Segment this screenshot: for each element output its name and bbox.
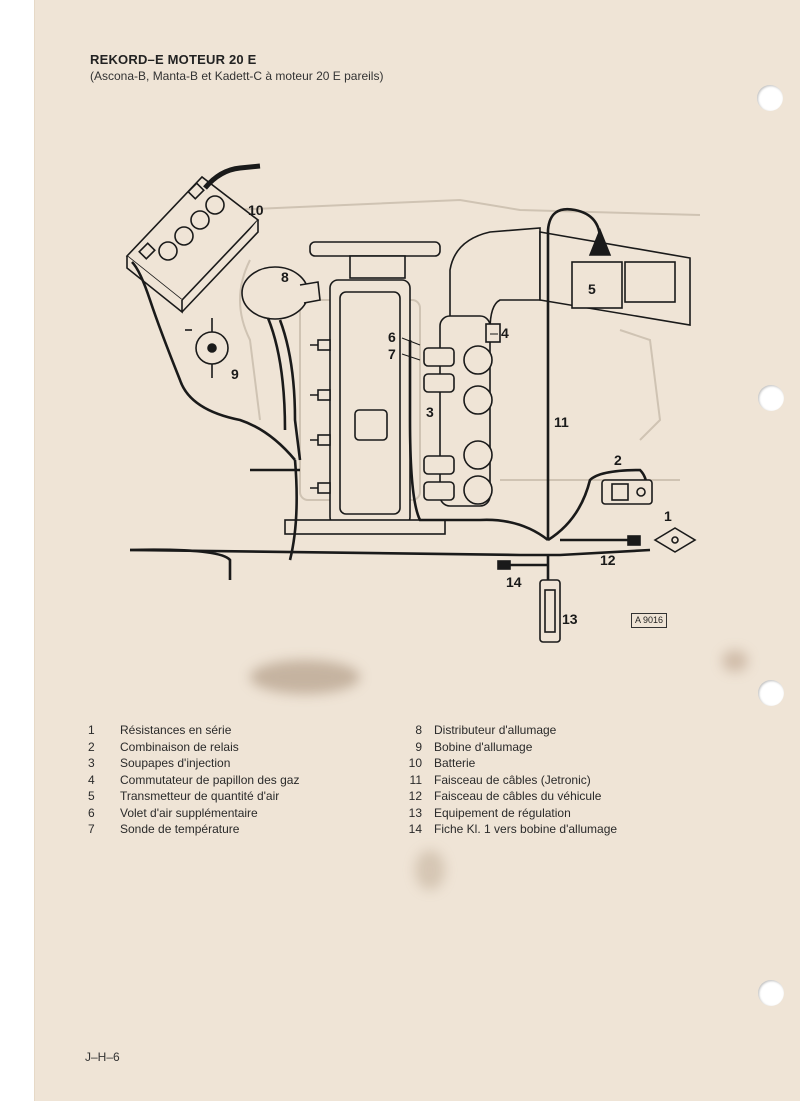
legend-item: 12 Faisceau de câbles du véhicule — [400, 788, 660, 805]
control-unit — [539, 579, 561, 643]
legend-text: Combinaison de relais — [120, 739, 239, 754]
battery — [125, 175, 260, 314]
legend-item: 8 Distributeur d'allumage — [400, 722, 660, 739]
ignition-coil — [185, 318, 229, 378]
legend-number: 7 — [88, 822, 95, 836]
battery-cable — [203, 163, 261, 190]
series-resistor — [627, 527, 697, 553]
legend-item: 14 Fiche Kl. 1 vers bobine d'allumage — [400, 821, 660, 838]
legend-item: 4 Commutateur de papillon des gaz — [88, 772, 388, 789]
legend-right: 8 Distributeur d'allumage 9 Bobine d'allum… — [400, 722, 660, 838]
callout-10: 10 — [248, 202, 264, 218]
legend-number: 3 — [88, 756, 95, 770]
callout-13: 13 — [562, 611, 578, 627]
legend-number: 5 — [88, 789, 95, 803]
callout-7: 7 — [388, 346, 396, 362]
legend-item: 13 Equipement de régulation — [400, 805, 660, 822]
wiring-harness — [129, 207, 651, 580]
legend-item: 10 Batterie — [400, 755, 660, 772]
legend-text: Résistances en série — [120, 723, 232, 737]
legend-text: Faisceau de câbles (Jetronic) — [434, 772, 591, 787]
legend-text: Bobine d'allumage — [434, 739, 533, 754]
punch-hole — [757, 85, 783, 111]
plug-terminal — [497, 560, 511, 570]
callout-1: 1 — [664, 508, 672, 524]
distributor — [241, 266, 321, 320]
callout-6: 6 — [388, 329, 396, 345]
legend-item: 3 Soupapes d'injection — [88, 755, 388, 772]
legend-item: 7 Sonde de température — [88, 821, 388, 838]
legend-text: Equipement de régulation — [434, 805, 571, 820]
page-title: REKORD–E MOTEUR 20 E — [90, 52, 257, 67]
callout-4: 4 — [501, 325, 509, 341]
relay-combination — [601, 479, 653, 505]
legend-item: 1 Résistances en série — [88, 722, 388, 739]
stain — [722, 650, 748, 672]
punch-hole — [758, 980, 784, 1006]
legend-number: 4 — [88, 772, 95, 787]
throttle-switch — [485, 323, 501, 343]
callout-5: 5 — [588, 281, 596, 297]
legend-number: 14 — [408, 822, 422, 836]
page-subtitle: (Ascona-B, Manta-B et Kadett-C à moteur … — [90, 69, 384, 83]
callout-8: 8 — [281, 269, 289, 285]
legend-item: 11 Faisceau de câbles (Jetronic) — [400, 772, 660, 789]
legend-number: 9 — [415, 739, 422, 754]
wiring-diagram — [125, 163, 701, 643]
legend-item: 5 Transmetteur de quantité d'air — [88, 788, 388, 805]
callout-3: 3 — [426, 404, 434, 420]
air-flow-meter — [539, 227, 691, 326]
stain — [415, 850, 445, 890]
legend-number: 2 — [88, 739, 95, 754]
legend-item: 2 Combinaison de relais — [88, 739, 388, 756]
legend-item: 6 Volet d'air supplémentaire — [88, 805, 388, 822]
figure-reference: A 9016 — [631, 613, 668, 628]
punch-hole — [758, 680, 784, 706]
callout-12: 12 — [600, 552, 616, 568]
legend-text: Commutateur de papillon des gaz — [120, 772, 300, 787]
legend-number: 1 — [88, 723, 95, 737]
legend-number: 12 — [408, 789, 422, 803]
fuel-injectors — [423, 347, 455, 501]
legend-left: 1 Résistances en série 2 Combinaison de re… — [88, 722, 388, 838]
engine-block — [284, 241, 446, 535]
legend-text: Fiche Kl. 1 vers bobine d'allumage — [434, 822, 618, 836]
callout-2: 2 — [614, 452, 622, 468]
callout-14: 14 — [506, 574, 522, 590]
legend-text: Faisceau de câbles du véhicule — [434, 789, 602, 803]
callout-9: 9 — [231, 366, 239, 382]
page-code: J–H–6 — [85, 1050, 120, 1064]
intake-manifold — [439, 227, 541, 507]
legend-text: Batterie — [434, 756, 476, 770]
legend-number: 6 — [88, 805, 95, 820]
legend-text: Distributeur d'allumage — [434, 723, 557, 737]
legend-text: Soupapes d'injection — [120, 756, 231, 770]
legend-text: Volet d'air supplémentaire — [120, 805, 258, 820]
stain — [250, 660, 360, 694]
legend-number: 8 — [415, 723, 422, 737]
legend-text: Sonde de température — [120, 822, 240, 836]
legend-number: 10 — [408, 756, 422, 770]
callout-11: 11 — [554, 414, 569, 430]
punch-hole — [758, 385, 784, 411]
callout-leaders — [401, 333, 498, 361]
legend-number: 11 — [409, 772, 422, 787]
legend-item: 9 Bobine d'allumage — [400, 739, 660, 756]
legend-text: Transmetteur de quantité d'air — [120, 789, 280, 803]
legend-number: 13 — [408, 805, 422, 820]
